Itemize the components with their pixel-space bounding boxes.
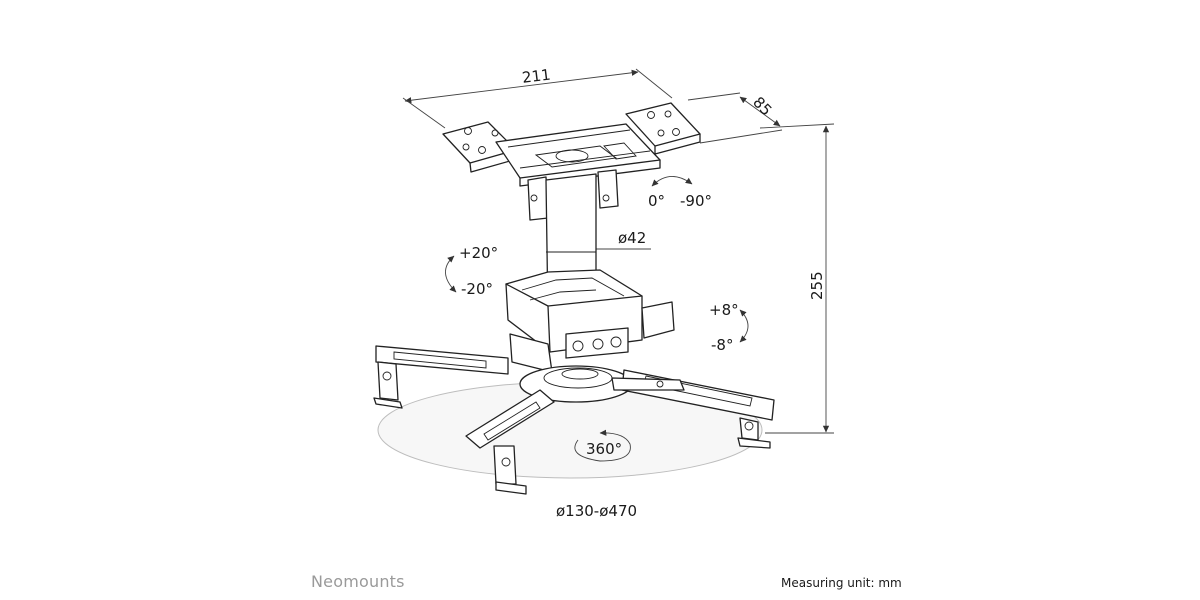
span-label: ø130-ø470 — [556, 502, 637, 520]
depth-label: 85 — [749, 93, 775, 119]
tube-diameter-label: ø42 — [618, 229, 646, 247]
swivel-label: 360° — [586, 440, 622, 458]
brand-logo: Neomounts — [311, 572, 405, 591]
right-minus8-label: -8° — [711, 336, 733, 354]
height-label: 255 — [808, 271, 826, 300]
left-minus20-label: -20° — [461, 280, 493, 298]
measuring-unit-note: Measuring unit: mm — [781, 576, 902, 590]
tilt-minus90-label: -90° — [680, 192, 712, 210]
mount-drawing — [373, 102, 775, 495]
right-plus8-label: +8° — [709, 301, 739, 319]
width-label: 211 — [521, 66, 552, 87]
tilt-0-label: 0° — [648, 192, 665, 210]
left-plus20-label: +20° — [459, 244, 498, 262]
dimension-lines — [402, 68, 835, 434]
rotation-arrows — [445, 176, 749, 462]
